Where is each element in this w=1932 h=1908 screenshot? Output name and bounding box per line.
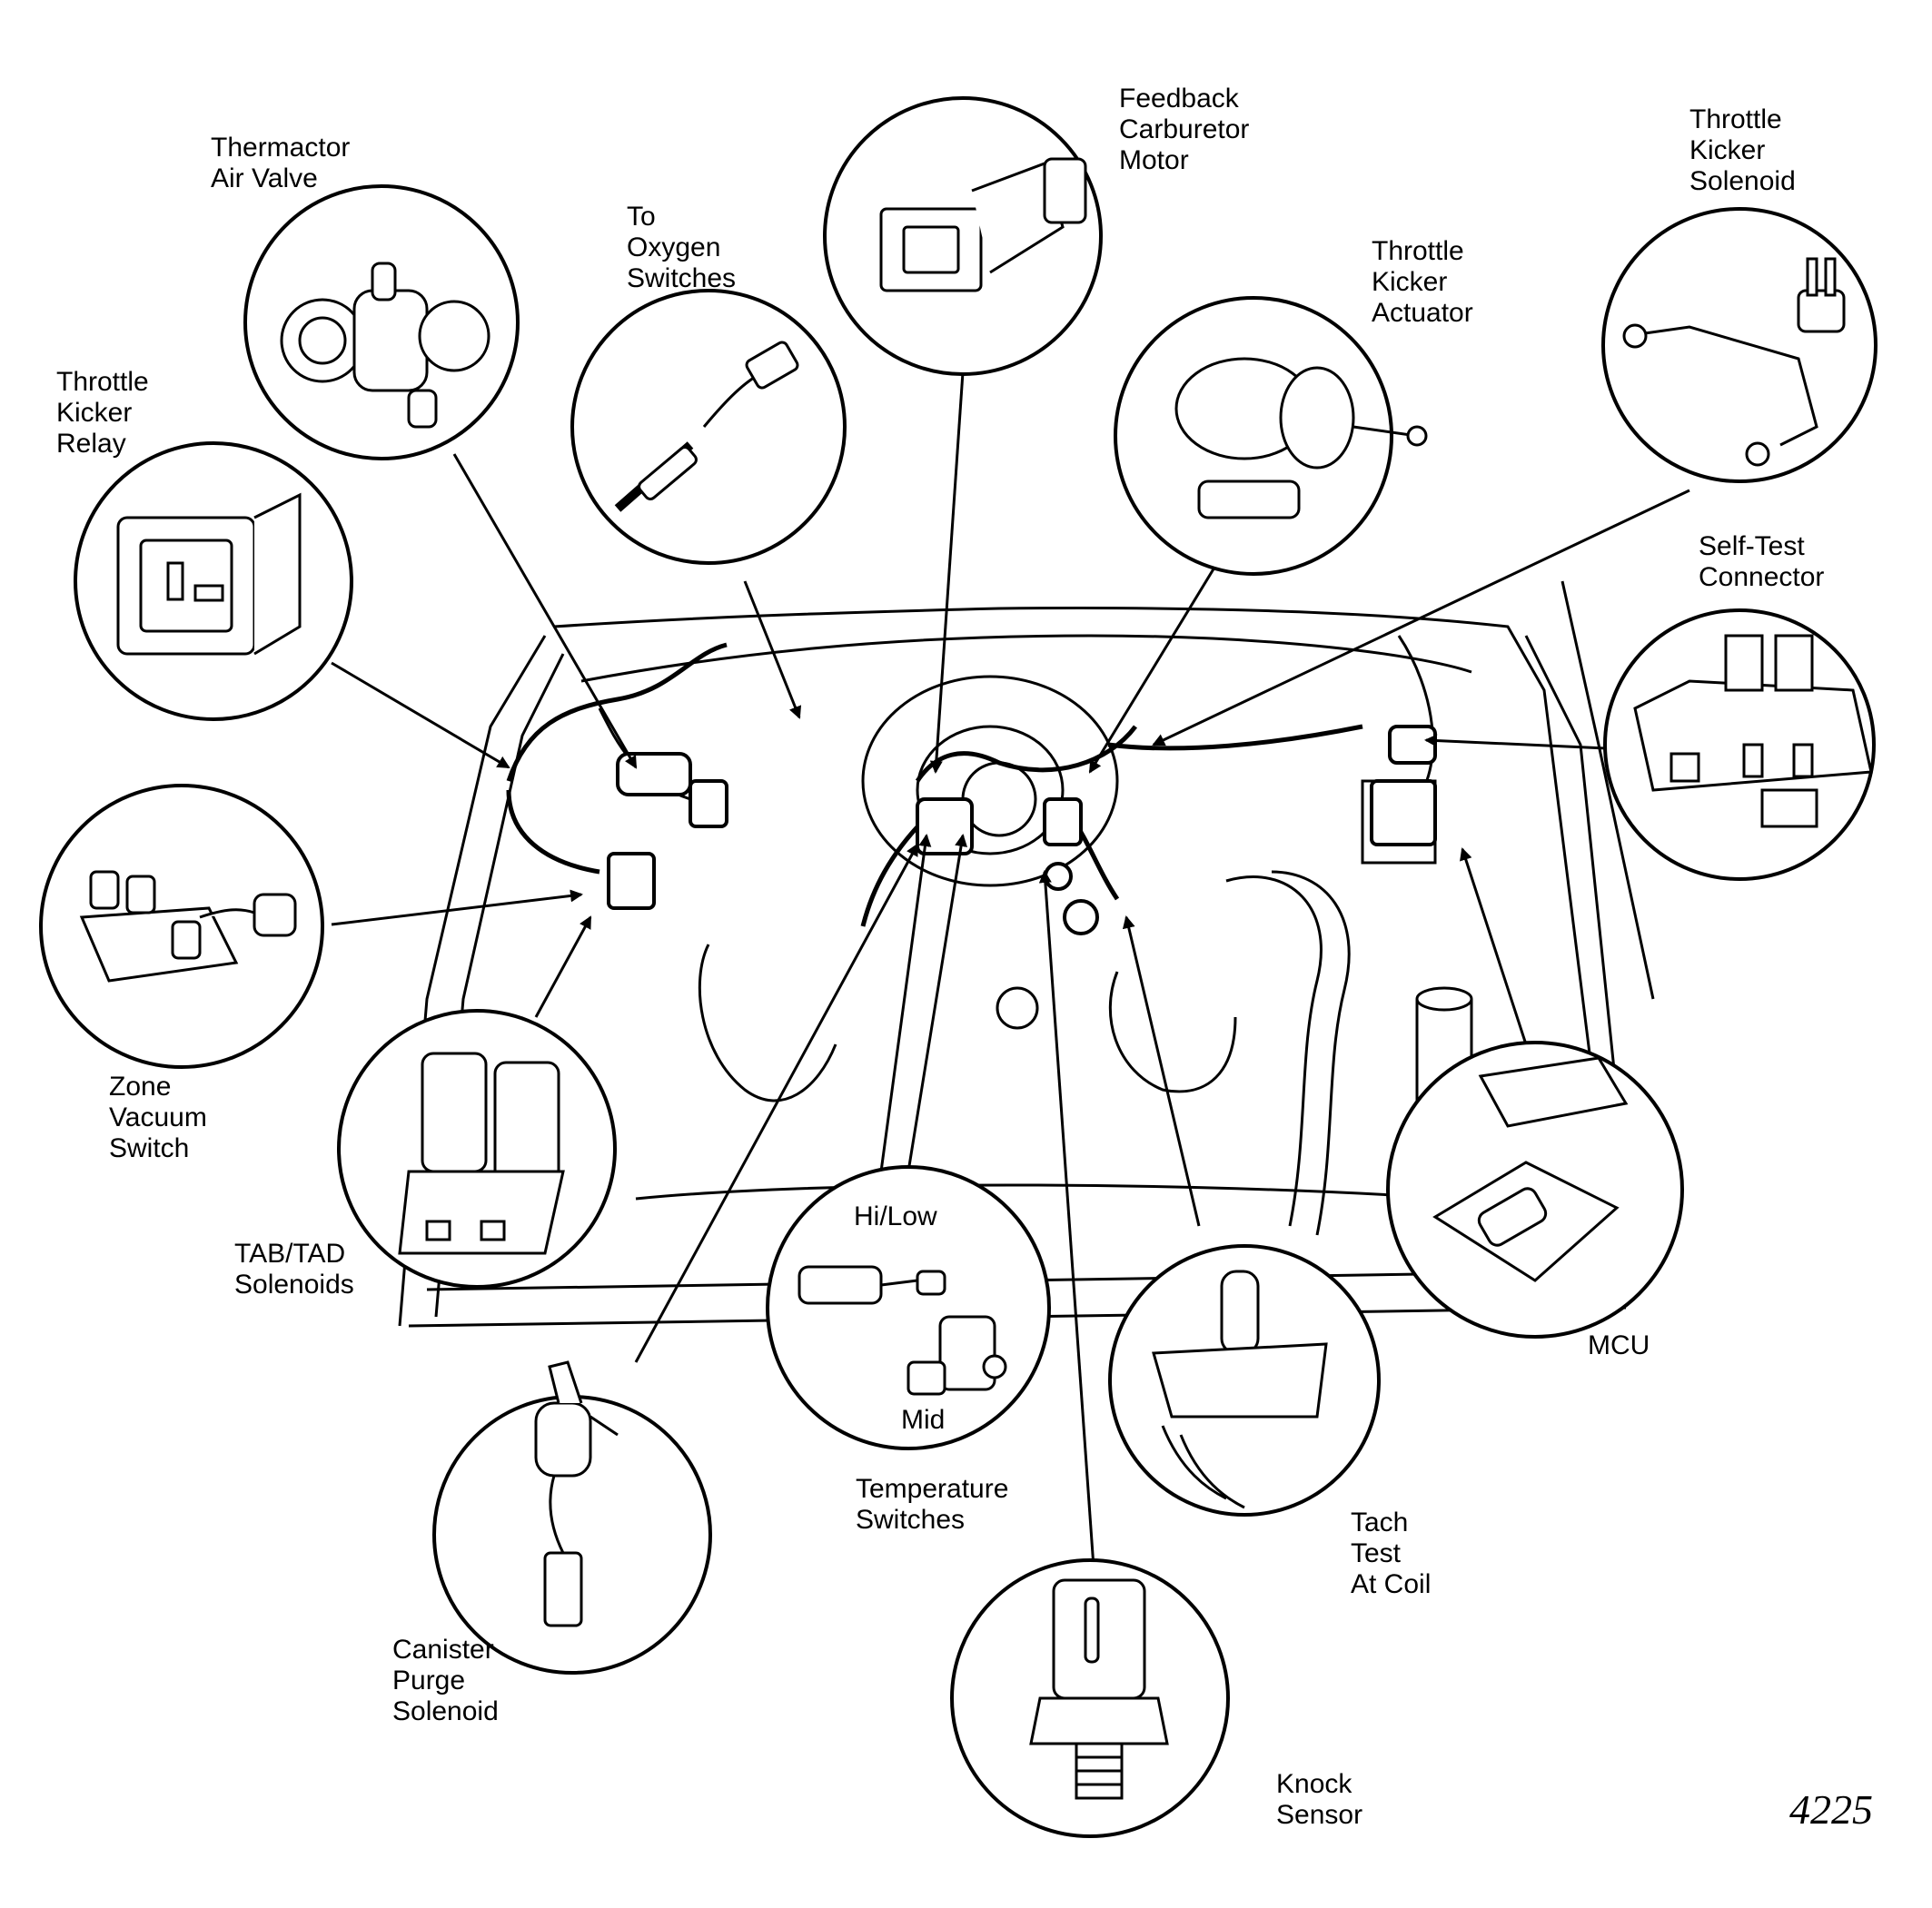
label-throttle-kicker-actuator: Throttle Kicker Actuator bbox=[1372, 236, 1473, 328]
leader-lines bbox=[331, 371, 1690, 1581]
callout-tab-tad-solenoids bbox=[337, 1009, 617, 1289]
label-knock-sensor: Knock Sensor bbox=[1276, 1769, 1363, 1830]
label-self-test-connector: Self-Test Connector bbox=[1699, 531, 1825, 592]
callout-knock-sensor bbox=[950, 1558, 1230, 1838]
callout-zone-vacuum-switch bbox=[39, 784, 324, 1069]
callout-self-test-connector bbox=[1603, 608, 1876, 881]
figure-number: 4225 bbox=[1789, 1786, 1873, 1833]
wiring-harness bbox=[506, 642, 1363, 927]
callout-temperature-switches bbox=[766, 1165, 1051, 1450]
label-temperature-switches: Temperature Switches bbox=[856, 1474, 1009, 1535]
label-thermactor-air-valve: Thermactor Air Valve bbox=[211, 133, 351, 193]
callout-throttle-kicker-solenoid bbox=[1601, 207, 1878, 483]
callout-canister-purge-solenoid bbox=[432, 1360, 712, 1675]
callout-feedback-carburetor-motor bbox=[823, 96, 1103, 376]
callout-throttle-kicker-relay bbox=[74, 441, 353, 721]
label-tab-tad-solenoids: TAB/TAD Solenoids bbox=[234, 1239, 354, 1300]
label-mcu: MCU bbox=[1588, 1330, 1650, 1360]
label-throttle-kicker-solenoid: Throttle Kicker Solenoid bbox=[1689, 104, 1796, 196]
label-zone-vacuum-switch: Zone Vacuum Switch bbox=[109, 1072, 207, 1163]
callout-thermactor-air-valve bbox=[243, 184, 520, 460]
callout-throttle-kicker-actuator bbox=[1114, 296, 1428, 576]
label-throttle-kicker-relay: Throttle Kicker Relay bbox=[56, 367, 149, 459]
label-mid: Mid bbox=[901, 1405, 946, 1435]
label-hi-low: Hi/Low bbox=[854, 1201, 937, 1231]
label-to-oxygen-switches: To Oxygen Switches bbox=[627, 202, 737, 293]
label-feedback-carburetor-motor: Feedback Carburetor Motor bbox=[1119, 84, 1250, 175]
callout-mcu bbox=[1386, 1041, 1684, 1339]
label-canister-purge-solenoid: Canister Purge Solenoid bbox=[392, 1635, 499, 1726]
label-tach-test-at-coil: Tach Test At Coil bbox=[1351, 1508, 1432, 1599]
callout-tach-test-at-coil bbox=[1108, 1244, 1381, 1517]
engine-mounted-parts bbox=[607, 725, 1437, 935]
engine-body-sketch bbox=[580, 634, 1473, 1236]
callout-oxygen-switches bbox=[570, 289, 847, 565]
